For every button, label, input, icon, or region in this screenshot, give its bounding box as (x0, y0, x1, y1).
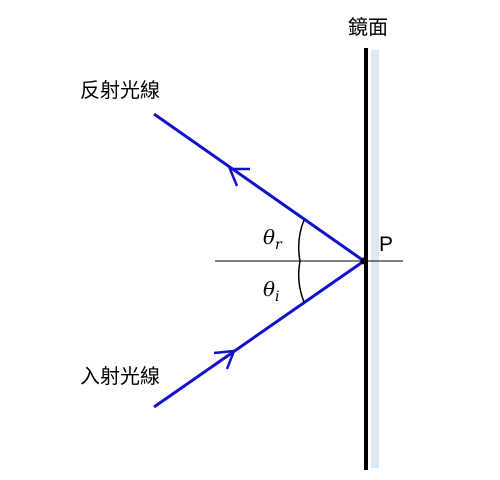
reflected-arrow-icon (228, 167, 250, 187)
theta-i-label: θi (263, 277, 280, 305)
theta-i-subscript: i (275, 289, 279, 305)
incident-ray (153, 259, 365, 409)
point-p-label: P (379, 233, 393, 256)
reflected-ray (153, 112, 365, 263)
mirror-label: 鏡面 (348, 15, 388, 39)
theta-r-label: θr (263, 225, 283, 253)
incident-arrow-icon (213, 349, 236, 370)
reflected-ray-label: 反射光線 (80, 78, 160, 102)
theta-i-symbol: θ (263, 277, 275, 301)
incident-ray-label: 入射光線 (80, 364, 160, 388)
theta-r-symbol: θ (263, 225, 275, 249)
theta-r-subscript: r (275, 237, 283, 253)
point-p-dot (360, 257, 368, 265)
reflection-angle-arc (297, 219, 305, 262)
incidence-angle-arc (297, 260, 305, 303)
mirror-backing (371, 50, 379, 468)
